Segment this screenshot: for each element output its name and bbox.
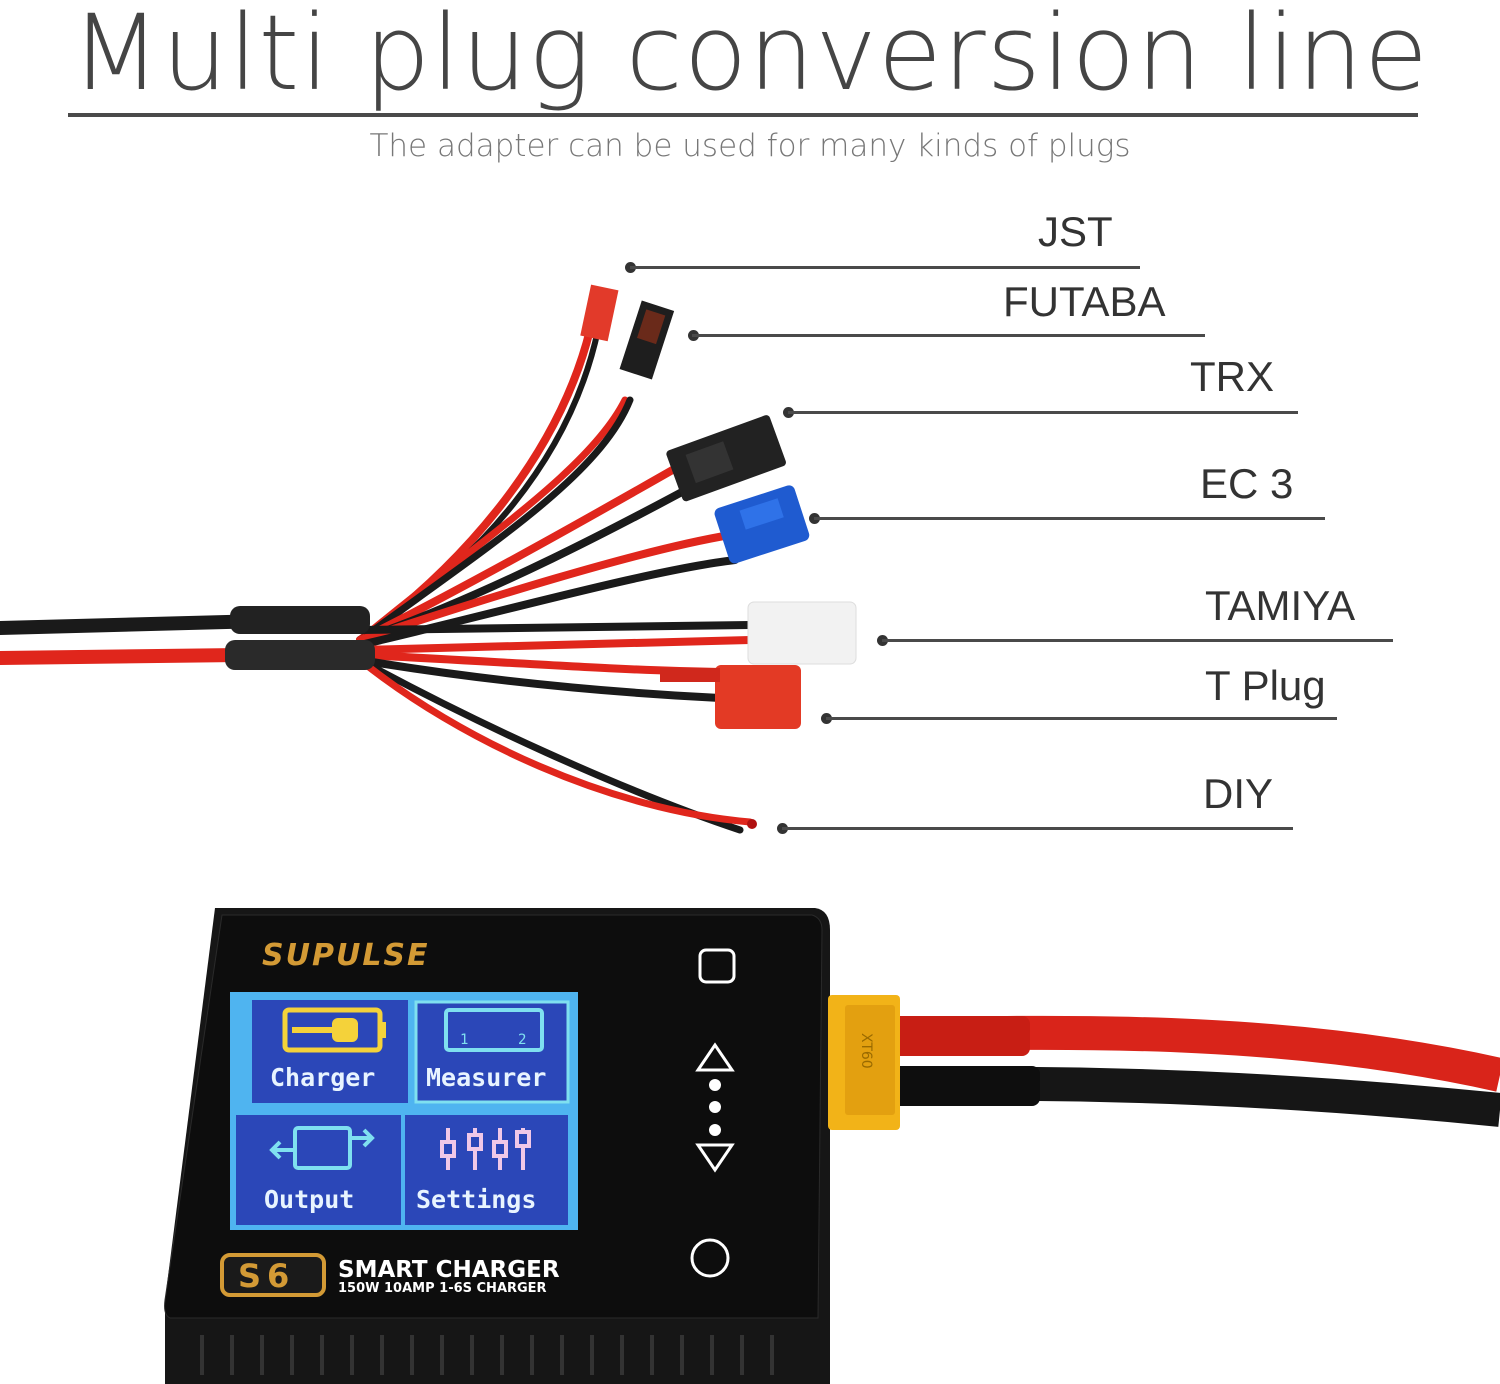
tamiya-red-wire [356,636,754,654]
ruler-icon: 1 2 [444,1008,544,1052]
cable-harness-illustration [0,284,857,834]
model-badge-text: S6 [238,1257,295,1295]
menu-tile-settings[interactable] [405,1115,568,1225]
menu-label-charger: Charger [270,1063,375,1092]
down-arrow-icon[interactable] [695,1143,735,1173]
output-arrows-icon [269,1126,375,1170]
ec3-connector [714,485,810,564]
futaba-black-wire [356,396,634,644]
product-name: SMART CHARGER [338,1257,560,1283]
plug-label-futaba: FUTABA [1003,278,1166,325]
trx-red-wire [356,456,694,644]
plug-label-ec3: EC 3 [1200,460,1294,507]
plug-label-jst: JST [1038,208,1113,255]
main-red-wire [0,648,247,665]
ec3-red-wire [356,531,734,644]
tamiya-black-wire [356,621,754,634]
jst-connector [580,284,619,342]
tplug-connector [660,665,801,729]
menu-label-measurer: Measurer [426,1063,546,1092]
up-arrow-icon[interactable] [695,1042,735,1072]
diy-red-wire [356,656,754,826]
pointer-line-diy [782,827,1293,830]
pointer-line-ec3 [814,517,1325,520]
plug-label-diy: DIY [1203,770,1274,817]
plug-label-trx: TRX [1190,353,1274,400]
brand-logo: SUPULSE [262,938,430,973]
title-divider [68,113,1418,117]
heatshrink-black [230,606,370,634]
scroll-dot-icon [709,1124,721,1136]
tamiya-connector [747,601,857,665]
pointer-line-jst [630,266,1140,269]
pointer-line-trx [788,411,1298,414]
diy-wire-end [747,819,757,829]
enter-button-icon[interactable] [690,1238,730,1278]
menu-label-output: Output [264,1185,354,1214]
pointer-line-tplug [826,717,1337,720]
scroll-dot-icon [709,1079,721,1091]
model-badge [220,1253,326,1297]
plug-label-tamiya: TAMIYA [1205,582,1356,629]
futaba-connector [619,300,675,380]
product-spec: 150W 10AMP 1-6S CHARGER [338,1281,547,1296]
scroll-dot-icon [709,1101,721,1113]
pointer-line-tamiya [882,639,1393,642]
stop-button-icon[interactable] [698,948,736,984]
menu-label-settings: Settings [416,1185,536,1214]
svg-text:1: 1 [460,1032,468,1048]
tplug-black-wire [356,656,724,702]
black-heatshrink [890,1066,1040,1106]
xt60-label: XT60 [858,1033,874,1069]
heatshrink-red [225,640,375,670]
page-title: Multi plug conversion line [71,0,1429,114]
sliders-icon [440,1128,531,1170]
red-heatshrink [890,1016,1030,1056]
subtitle: The adapter can be used for many kinds o… [369,128,1131,164]
plug-label-tplug: T Plug [1205,662,1326,709]
svg-text:2: 2 [518,1032,526,1048]
battery-plug-icon [282,1007,386,1053]
pointer-line-futaba [692,334,1205,337]
vent-slots [200,1335,774,1375]
trx-connector [666,415,786,502]
